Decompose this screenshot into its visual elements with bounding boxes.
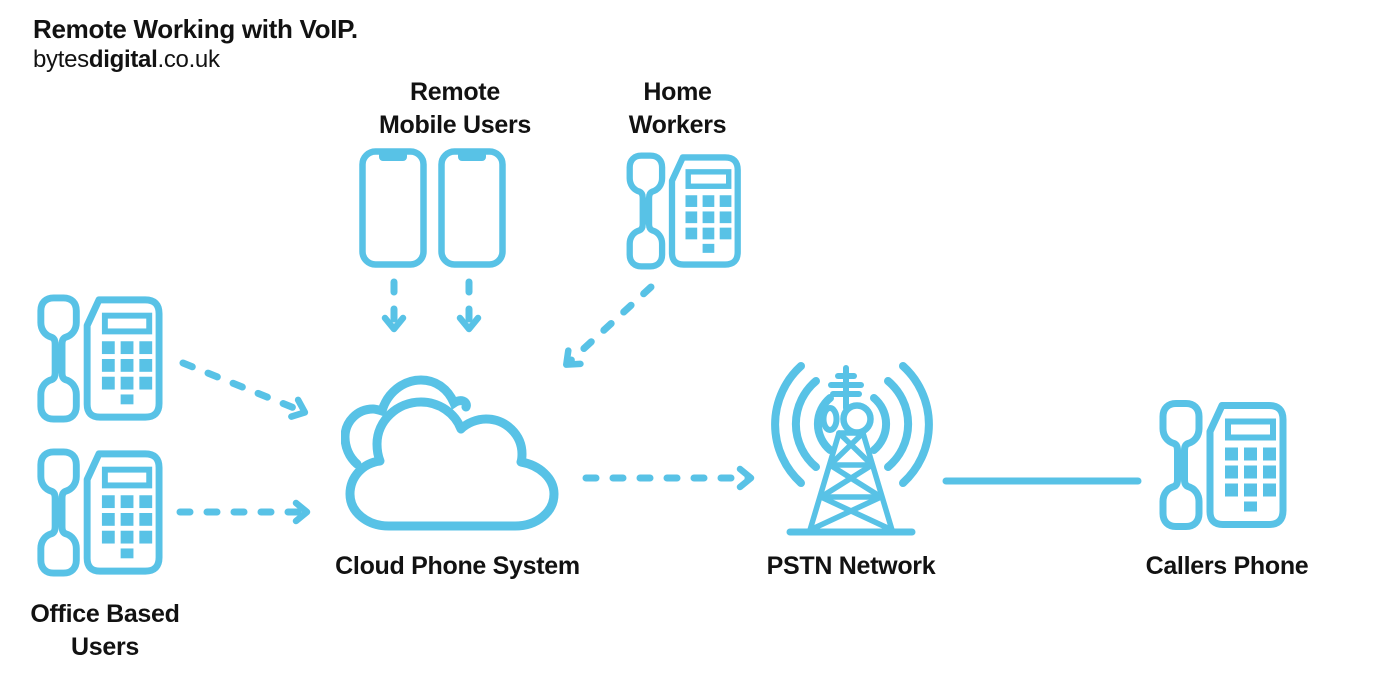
smartphone-icon [358, 147, 428, 269]
label-home-workers: Home Workers [628, 78, 727, 139]
label-office-based-users: Office Based Users [30, 600, 180, 661]
website-url: bytesdigital.co.uk [33, 46, 220, 74]
desk-phone-icon [27, 446, 167, 579]
label-callers-phone: Callers Phone [1145, 552, 1309, 580]
cloud-icon [341, 368, 571, 533]
label-pstn-network: PSTN Network [766, 552, 936, 580]
desk-phone-icon [27, 292, 167, 425]
page-title: Remote Working with VoIP. [33, 14, 358, 44]
arrow-home-workers-to-cloud [563, 283, 655, 368]
smartphone-icon [437, 147, 507, 269]
desk-phone-icon [1150, 396, 1290, 534]
label-cloud-phone-system: Cloud Phone System [335, 552, 580, 580]
website-suffix: .co.uk [157, 46, 220, 73]
label-remote-mobile-users: Remote Mobile Users [378, 78, 531, 139]
desk-phone-icon [618, 150, 744, 272]
arrow-office-phone1-to-cloud [179, 359, 309, 420]
website-brand: digital [88, 46, 158, 73]
website-prefix: bytes [33, 46, 89, 73]
radio-tower-icon [760, 362, 944, 538]
